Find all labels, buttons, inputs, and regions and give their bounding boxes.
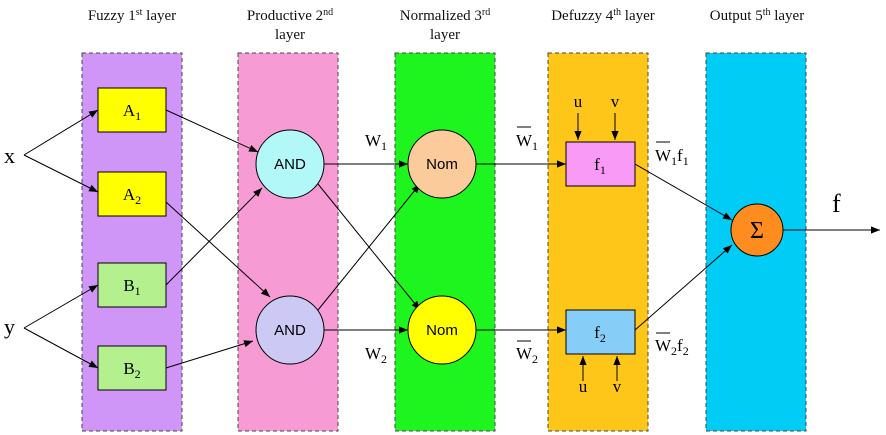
layer2-header-line2: layer [275,27,305,43]
edge-y-b2 [23,327,99,369]
defuzz-label-f2: f2 [594,323,606,345]
edge-a1-and1 [165,109,259,153]
rule-node-2-label: AND [274,322,306,339]
layer3-header: Normalized 3rd [400,7,490,24]
mf-box-a2 [97,171,167,217]
defuzz-box-f2 [565,309,636,355]
rule-node-1-label: AND [274,156,306,173]
weight-w2-label: W2 [365,344,387,366]
param-u-bottom: u [579,377,588,396]
norm-node-2-label: Nom [426,322,458,339]
layer5-header: Output 5th layer [710,7,804,24]
mf-label-b2: B2 [123,359,140,381]
output-f-label: f [832,189,841,218]
layer2-header: Productive 2nd [247,7,333,24]
input-y-label: y [4,314,15,339]
mf-label-a2: A2 [123,185,141,207]
weight-w2-bar-label: W2 [516,344,538,366]
mf-box-b2 [97,345,167,391]
weight-w1-bar-label: W1 [516,131,538,153]
param-v-top: v [611,92,620,111]
layer4-header: Defuzzy 4th layer [551,7,655,24]
norm-node-1-label: Nom [426,156,458,173]
param-u-top: u [574,92,583,111]
edge-f1-sum [634,163,733,221]
edge-y-b1 [23,284,99,329]
defuzz-box-f1 [565,141,636,187]
sum-icon: Σ [750,218,764,244]
weight-w1-label: W1 [365,131,387,153]
layer2-lane [237,52,339,432]
edge-x-a2 [23,154,99,193]
edge-x-a1 [23,109,99,156]
layer3-lane [394,52,496,432]
mf-box-a1 [97,87,167,133]
edge-a2-and2 [165,201,271,298]
mf-label-b1: B1 [123,276,140,298]
edge-and2-nom1 [317,183,421,311]
layer4-lane [547,52,649,432]
layer3-header-line2: layer [430,27,460,43]
mf-label-a1: A1 [123,101,141,123]
w2f2-label: W2f2 [655,336,689,358]
layer1-header: Fuzzy 1st layer [88,7,176,24]
defuzz-label-f1: f1 [594,155,606,177]
param-v-bottom: v [613,377,622,396]
edge-f2-sum [634,244,733,331]
input-x-label: x [4,143,15,168]
edge-b1-and1 [165,187,263,286]
w1f1-label: W1f1 [655,146,689,168]
edge-b2-and2 [165,340,254,369]
